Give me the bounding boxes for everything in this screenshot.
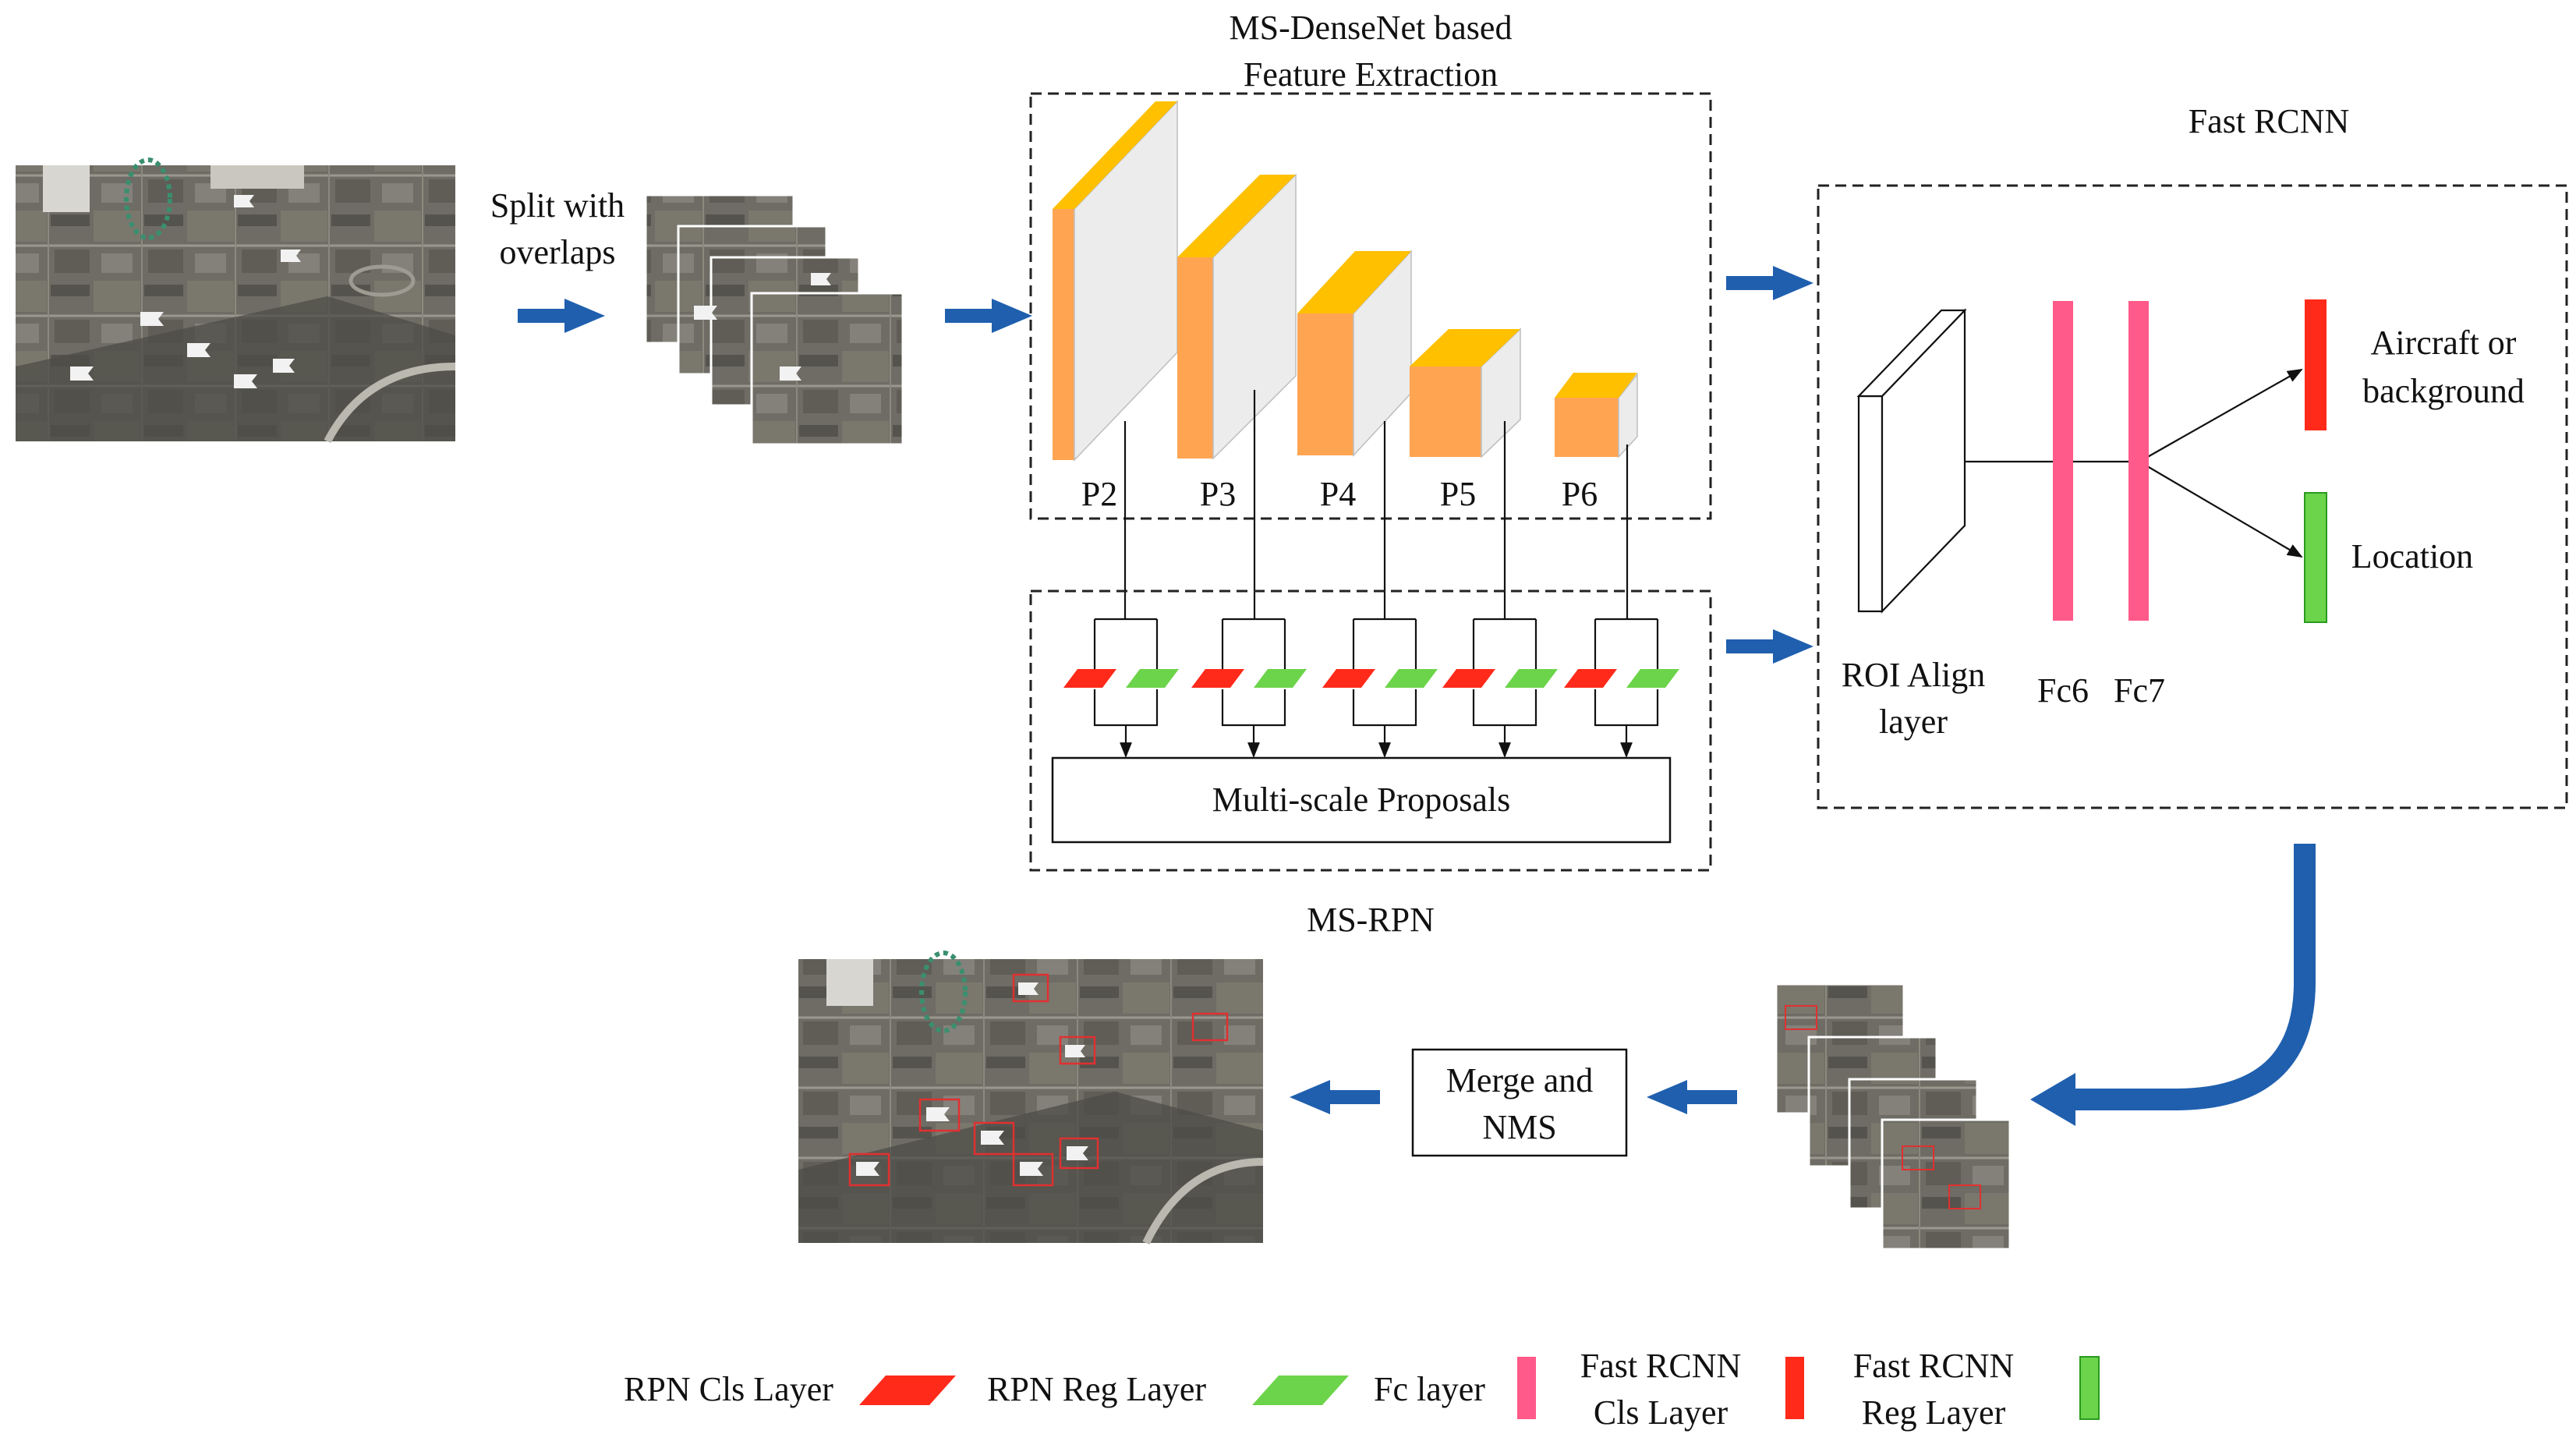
legend: RPN Cls Layer RPN Reg Layer Fc layer Fas… [624, 1347, 2100, 1432]
class-output-label-line2: background [2362, 372, 2525, 410]
roi-align-label-line1: ROI Align [1842, 656, 1986, 694]
level-to-rpn-connectors [1123, 390, 1629, 619]
fc6-label: Fc6 [2037, 671, 2089, 710]
cube-p6 [1555, 372, 1638, 458]
legend-fast-cls-label-line1: Fast RCNN [1580, 1347, 1742, 1385]
rpn-head-p4 [1322, 618, 1438, 758]
split-image-tiles [644, 193, 904, 446]
feature-extraction-title-line1: MS-DenseNet based [1230, 9, 1513, 47]
merge-nms-label-line2: NMS [1482, 1108, 1556, 1146]
aircraft-icons [70, 195, 301, 388]
arrow-input-to-split [518, 299, 605, 333]
arrow-results-to-merge [1647, 1080, 1737, 1114]
roi-align-block [1856, 308, 1967, 614]
rpn-head-p5 [1442, 618, 1558, 758]
merge-nms-label-line1: Merge and [1446, 1061, 1594, 1099]
arrow-merge-to-output [1290, 1080, 1380, 1114]
legend-fast-reg-label-line1: Fast RCNN [1853, 1347, 2015, 1385]
cube-p3 [1177, 173, 1297, 460]
feature-extraction-box [1029, 92, 1712, 520]
split-label-line2: overlaps [499, 233, 615, 271]
fc7-to-cls-line [2139, 369, 2303, 462]
legend-rpn-cls-swatch [859, 1376, 956, 1405]
detected-aircraft [856, 982, 1088, 1176]
level-label-p3: P3 [1200, 475, 1236, 513]
arrow-fastrcnn-to-results [2030, 844, 2316, 1126]
legend-fc-layer-swatch [1517, 1357, 1536, 1419]
legend-fast-cls-label-line2: Cls Layer [1594, 1393, 1729, 1432]
feature-pyramid-cubes [1053, 100, 1638, 462]
rpn-head-p2 [1063, 618, 1179, 758]
merge-nms-box [1411, 1048, 1628, 1157]
legend-fast-reg-swatch [2079, 1356, 2100, 1420]
cls-output-layer [2305, 299, 2327, 430]
ms-rpn-title: MS-RPN [1307, 901, 1435, 939]
level-label-p2: P2 [1081, 475, 1117, 513]
legend-rpn-reg-label: RPN Reg Layer [987, 1370, 1206, 1408]
level-label-p4: P4 [1320, 475, 1356, 513]
legend-fc-layer-label: Fc layer [1374, 1370, 1485, 1408]
multi-scale-proposals-box [1051, 756, 1672, 844]
fc6-layer [2053, 301, 2073, 621]
output-detection-image [798, 951, 1264, 1245]
result-image-tiles [1775, 982, 2012, 1251]
rpn-head-p6 [1564, 618, 1679, 758]
fc7-to-reg-line [2139, 461, 2303, 558]
level-label-p6: P6 [1562, 475, 1598, 513]
location-output-label: Location [2351, 537, 2473, 575]
arrow-rpn-to-fastrcnn [1726, 629, 1813, 664]
cube-p2 [1053, 100, 1178, 462]
legend-fast-reg-label-line2: Reg Layer [1862, 1393, 2006, 1432]
reg-output-layer [2304, 492, 2327, 623]
fast-rcnn-title: Fast RCNN [2189, 102, 2350, 140]
split-label-line1: Split with [490, 186, 625, 225]
level-label-p5: P5 [1440, 475, 1476, 513]
legend-fast-cls-swatch [1785, 1357, 1804, 1419]
fc7-layer [2128, 301, 2149, 621]
rpn-head-p3 [1191, 618, 1307, 758]
roi-align-label-line2: layer [1879, 703, 1948, 741]
class-output-label-line1: Aircraft or [2371, 324, 2517, 362]
legend-rpn-reg-swatch [1252, 1376, 1349, 1405]
arrow-backbone-to-fastrcnn [1726, 266, 1813, 300]
rpn-heads [1063, 618, 1679, 758]
feature-extraction-title-line2: Feature Extraction [1244, 55, 1498, 94]
cube-p5 [1410, 328, 1521, 458]
multi-scale-proposals-label: Multi-scale Proposals [1212, 781, 1511, 819]
cube-p4 [1297, 250, 1412, 457]
fc7-label: Fc7 [2114, 671, 2165, 710]
legend-rpn-cls-label: RPN Cls Layer [624, 1370, 833, 1408]
detection-boxes [848, 973, 1229, 1187]
arrow-split-to-backbone [945, 299, 1032, 333]
input-aerial-image [16, 158, 456, 444]
